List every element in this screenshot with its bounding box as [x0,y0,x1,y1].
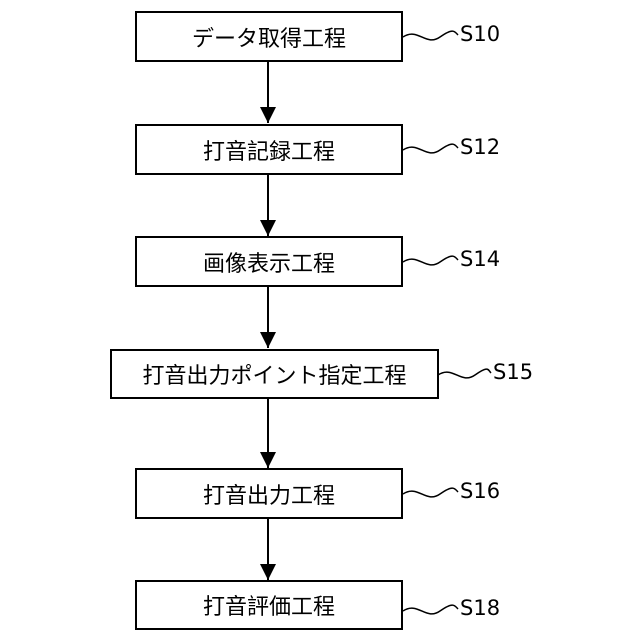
step-box-s16: 打音出力工程 [135,468,403,519]
leader-s15 [438,369,491,378]
leader-s10 [403,31,458,40]
leader-s14 [403,256,458,265]
leader-s12 [403,144,458,153]
step-text: データ取得工程 [192,21,346,53]
step-label-s18: S18 [460,596,500,620]
step-box-s12: 打音記録工程 [135,124,403,175]
step-label-s12: S12 [460,135,500,159]
step-text: 画像表示工程 [203,246,335,278]
leader-s16 [403,488,458,497]
step-text: 打音記録工程 [203,134,335,166]
step-text: 打音出力ポイント指定工程 [142,358,406,390]
step-label-s15: S15 [493,360,533,384]
step-box-s10: データ取得工程 [135,11,403,62]
step-box-s18: 打音評価工程 [135,580,403,630]
step-text: 打音評価工程 [203,589,335,621]
step-box-s15: 打音出力ポイント指定工程 [110,349,439,399]
step-box-s14: 画像表示工程 [135,236,403,287]
step-label-s10: S10 [460,22,500,46]
step-label-s14: S14 [460,247,500,271]
step-label-s16: S16 [460,479,500,503]
step-text: 打音出力工程 [203,478,335,510]
leader-s18 [403,605,458,614]
